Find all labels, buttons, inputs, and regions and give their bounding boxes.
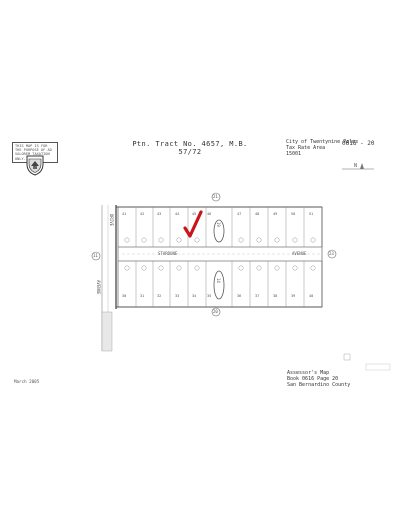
left-road-parcel — [101, 311, 113, 352]
circled-top — [211, 192, 221, 202]
svg-text:N: N — [354, 163, 357, 169]
lot-number: 37 — [255, 294, 260, 298]
red-check-marker — [183, 210, 203, 238]
lot-number: 40 — [309, 294, 314, 298]
map-date: March 2005 — [14, 379, 40, 384]
lot-number: 50 — [291, 212, 296, 216]
north-arrow-icon: N — [342, 163, 374, 170]
tax-rate-area-label: Tax Rate Area — [286, 145, 326, 151]
book-oval-bottom-label: 14 — [216, 278, 222, 283]
lot-number: 36 — [237, 294, 242, 298]
lot-number: 42 — [140, 212, 145, 216]
assessor-map-label: Assessor's Map — [287, 370, 330, 376]
city-name: City of Twentynine Palms — [286, 139, 359, 145]
book-oval-bottom — [213, 270, 225, 300]
circled-bottom — [211, 307, 221, 317]
circled-left-label: 11 — [93, 253, 98, 258]
lot-number: 44 — [175, 212, 180, 216]
lot-number: 39 — [291, 294, 296, 298]
lot-number: 49 — [273, 212, 278, 216]
lot-number: 48 — [255, 212, 260, 216]
lot-number: 43 — [157, 212, 162, 216]
bottom-parcel-circles — [124, 265, 316, 271]
tax-rate-area-code: 15001 — [286, 151, 302, 157]
county-label: San Bernardino County — [287, 382, 351, 388]
lot-number: 34 — [192, 294, 197, 298]
county-seal-icon — [26, 155, 44, 176]
lot-number: 41 — [122, 212, 127, 216]
book-oval-top-label: 19 — [216, 222, 222, 227]
lot-number: 32 — [157, 294, 162, 298]
circled-left — [91, 251, 101, 261]
circled-right — [327, 249, 337, 259]
top-lot-lines — [135, 207, 305, 247]
lot-number: 30 — [122, 294, 127, 298]
map-title: Ptn. Tract No. 4657, M.B. 57/72 — [132, 140, 248, 156]
lot-number: 47 — [237, 212, 242, 216]
circled-bottom-label: 20 — [213, 309, 218, 314]
lot-number: 46 — [207, 212, 212, 216]
book-oval-top — [213, 219, 225, 243]
top-parcel-circles — [124, 237, 316, 243]
lot-number: 31 — [140, 294, 145, 298]
circled-top-label: 21 — [213, 194, 218, 199]
lot-number: 35 — [207, 294, 212, 298]
circled-right-label: 23 — [329, 251, 334, 256]
bottom-lot-lines — [135, 261, 305, 307]
book-page-label: Book 0616 Page 20 — [287, 376, 339, 382]
street-label-avenue-left: AVENUE — [96, 280, 102, 295]
lot-number: 45 — [192, 212, 197, 216]
lot-number: 51 — [309, 212, 314, 216]
legend-box — [365, 363, 391, 371]
lot-number: 33 — [175, 294, 180, 298]
street-label-drive: DRIVE — [109, 214, 115, 227]
page-reference: 0616 - 20 — [342, 140, 375, 147]
street-label-stardune: STARDUNE — [158, 251, 178, 256]
street-label-avenue-right: AVENUE — [292, 251, 307, 256]
disclaimer-text: THIS MAP IS FOR THE PURPOSE OF AD VALORE… — [15, 144, 52, 161]
lot-number: 38 — [273, 294, 278, 298]
